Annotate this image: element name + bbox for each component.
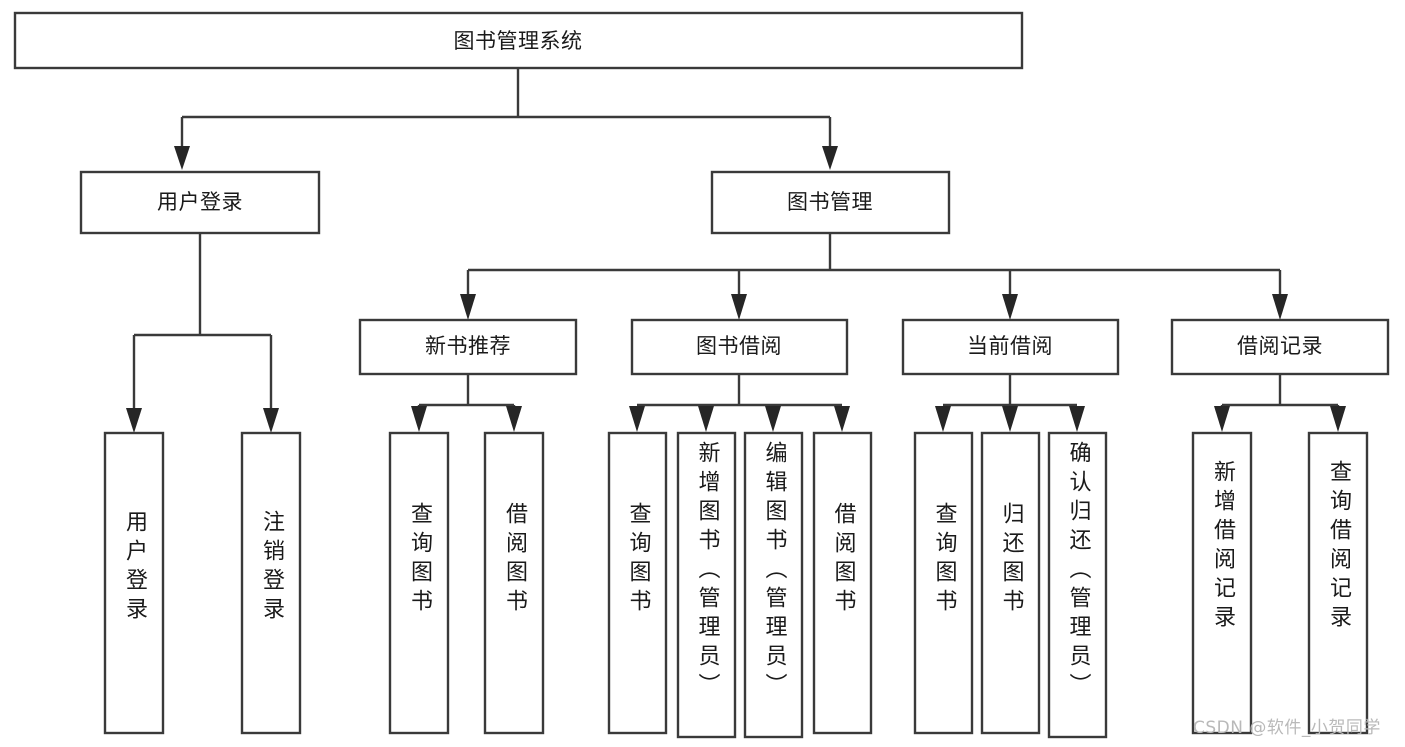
arrowhead-bb-child-1 [629,406,645,432]
node-book-borrow[interactable]: 图书借阅 [630,318,849,376]
arrowhead-borrow-record [1272,294,1288,320]
arrowhead-cb-child-2 [1002,406,1018,432]
node-user-login[interactable]: 用户登录 [79,170,321,235]
arrowhead-br-child-2 [1330,406,1346,432]
arrowhead-book-manage [822,146,838,170]
leaf-box-cb-1[interactable] [913,431,974,735]
connector-group-book-manage [460,234,1288,320]
leaf-box-bb-2[interactable] [676,431,737,739]
node-book-manage-box[interactable] [710,170,951,235]
connector-group-current-borrow [935,374,1085,432]
arrowhead-current-borrow [1002,294,1018,320]
connector-group-new-book-recommend [411,374,522,432]
node-current-borrow-box[interactable] [901,318,1120,376]
arrowhead-new-book-recommend [460,294,476,320]
arrowhead-bb-child-3 [765,406,781,432]
arrowhead-book-borrow [731,294,747,320]
arrowhead-user-login [174,146,190,170]
node-current-borrow[interactable]: 当前借阅 [901,318,1120,376]
csdn-watermark: CSDN @软件_小贺同学 [1193,718,1381,738]
node-book-borrow-box[interactable] [630,318,849,376]
arrowhead-nbr-child-1 [411,406,427,432]
leaf-group-book-borrow [607,431,873,739]
node-borrow-record-label: 借阅记录 [1237,334,1323,358]
arrowhead-bb-child-4 [834,406,850,432]
leaf-box-br-2[interactable] [1307,431,1369,735]
node-user-login-box[interactable] [79,170,321,235]
leaf-box-cb-2[interactable] [980,431,1041,735]
leaf-group-current-borrow [913,431,1108,739]
leaf-box-cb-3[interactable] [1047,431,1108,739]
node-borrow-record[interactable]: 借阅记录 [1170,318,1390,376]
arrowhead-cb-child-3 [1069,406,1085,432]
arrowhead-bb-child-2 [698,406,714,432]
arrowhead-cb-child-1 [935,406,951,432]
leaf-box-user-login-1[interactable] [103,431,165,735]
node-root-box[interactable] [13,11,1024,70]
node-root-label: 图书管理系统 [454,29,583,53]
connector-group-book-borrow [629,374,850,432]
node-new-book-recommend[interactable]: 新书推荐 [358,318,578,376]
connector-group-borrow-record [1214,374,1346,432]
arrowhead-nbr-child-2 [506,406,522,432]
leaf-box-user-login-2[interactable] [240,431,302,735]
leaf-group-user-login [103,431,302,735]
arrowhead-ul-child-1 [126,408,142,433]
connector-group-user-login [126,234,279,433]
leaf-box-bb-3[interactable] [743,431,804,739]
node-borrow-record-box[interactable] [1170,318,1390,376]
node-book-manage[interactable]: 图书管理 [710,170,951,235]
leaf-group-new-book-recommend [388,431,545,735]
leaf-group-borrow-record [1191,431,1369,735]
node-book-manage-label: 图书管理 [787,190,873,214]
node-user-login-label: 用户登录 [157,190,243,214]
leaf-box-br-1[interactable] [1191,431,1253,735]
node-book-borrow-label: 图书借阅 [696,334,782,358]
node-new-book-recommend-box[interactable] [358,318,578,376]
node-root[interactable]: 图书管理系统 [13,11,1024,70]
leaf-box-nbr-2[interactable] [483,431,545,735]
arrowhead-br-child-1 [1214,406,1230,432]
node-current-borrow-label: 当前借阅 [967,334,1053,358]
arrowhead-ul-child-2 [263,408,279,433]
leaf-box-nbr-1[interactable] [388,431,450,735]
node-new-book-recommend-label: 新书推荐 [425,334,511,358]
leaf-box-bb-4[interactable] [812,431,873,735]
connector-group-root [174,68,838,170]
leaf-box-bb-1[interactable] [607,431,668,735]
